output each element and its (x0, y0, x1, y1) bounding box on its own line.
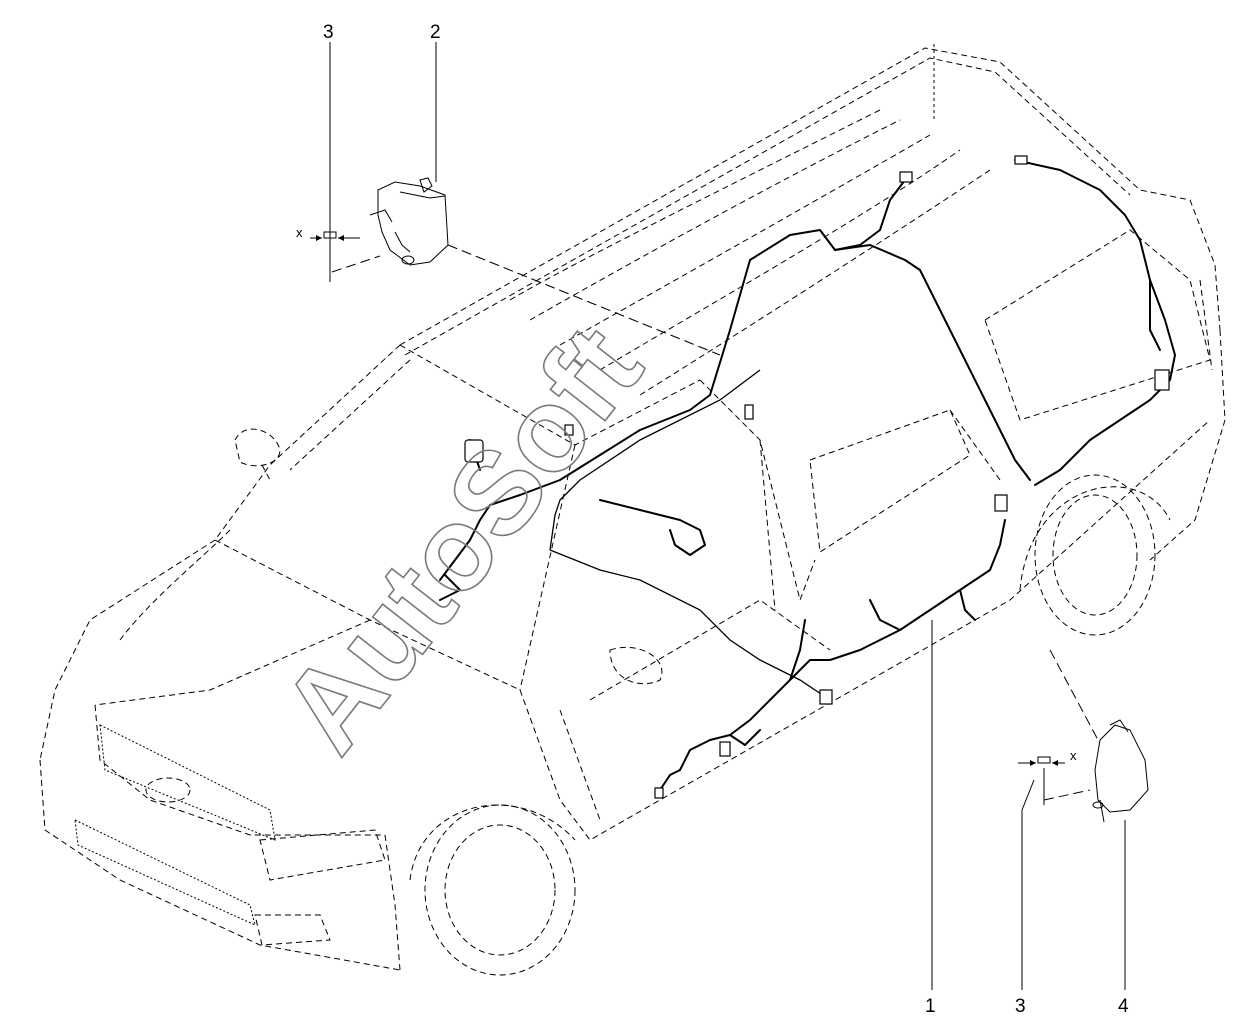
callout-4: 4 (1118, 996, 1129, 1017)
callout-3-top: 3 (323, 22, 334, 43)
watermark: AutoSoft (256, 301, 668, 776)
callout-numbers: 3 2 1 3 4 x x (296, 22, 1129, 1017)
callout-1: 1 (925, 996, 936, 1017)
part-3-screw-top (310, 42, 360, 282)
wiring-harness (439, 155, 1176, 799)
callout-3-bottom: 3 (1015, 996, 1026, 1017)
leader-lines (331, 42, 1126, 990)
axis-marker-x-left: x (296, 225, 303, 240)
watermark-text: AutoSoft (256, 302, 667, 776)
part-3-screw-bottom (1018, 756, 1065, 805)
part-4-module (1092, 719, 1149, 823)
part-2-module (369, 177, 449, 266)
callout-2: 2 (430, 22, 441, 43)
axis-marker-x-right: x (1070, 748, 1077, 763)
car-body-outline (39, 47, 1226, 976)
